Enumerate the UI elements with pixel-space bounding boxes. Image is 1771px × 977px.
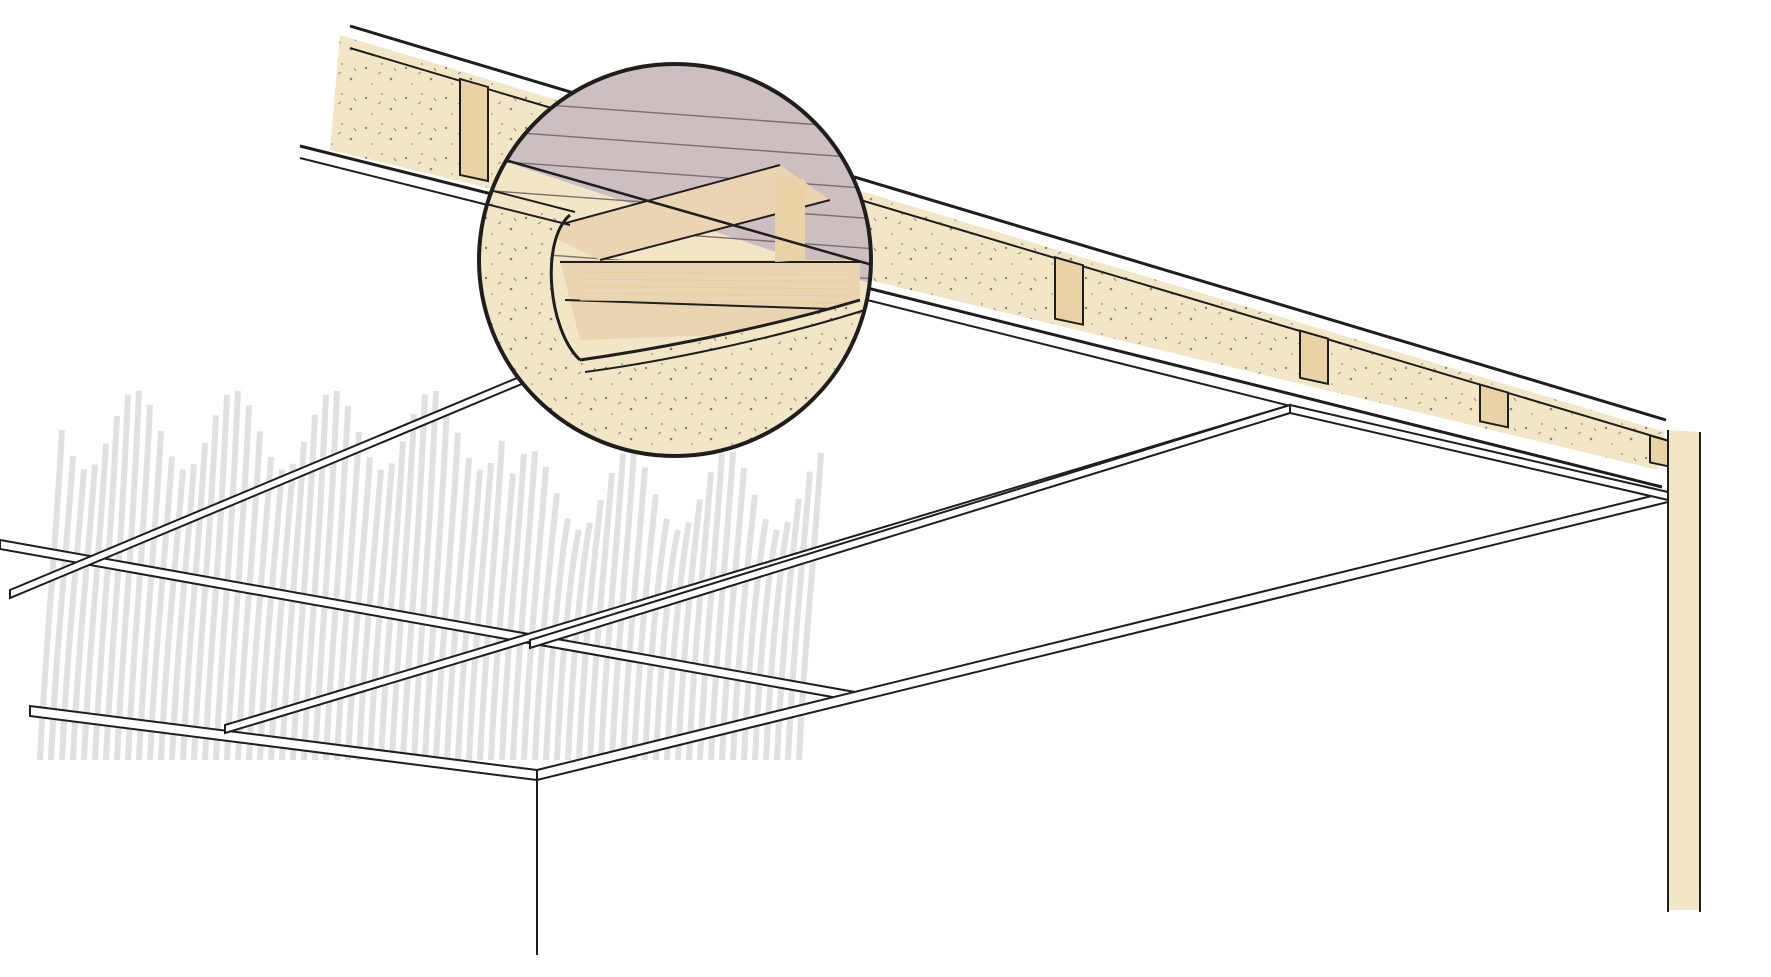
joist-edge	[539, 164, 781, 231]
ceiling-grid	[0, 358, 1669, 782]
shadow-stroke	[796, 452, 824, 761]
shadow-stroke	[378, 441, 406, 761]
shadow-stroke	[279, 441, 307, 761]
wall-stud	[1299, 329, 1329, 386]
shadow-stroke	[389, 413, 417, 761]
shadow-stroke	[191, 415, 219, 761]
shadow-stroke	[587, 472, 615, 761]
shadow-stroke	[455, 469, 483, 761]
wall-angle-right	[1289, 403, 1669, 502]
shadow-stroke	[642, 518, 670, 761]
wood-grain	[579, 278, 851, 283]
shadow-stroke	[719, 467, 747, 761]
shadow-stroke	[554, 529, 582, 761]
shadow-stroke	[675, 499, 703, 761]
shadow-stroke	[565, 522, 593, 761]
shadow-stroke	[444, 457, 472, 761]
wall-stud	[1054, 255, 1084, 326]
shadow-stroke	[213, 390, 241, 761]
shadow-stroke	[477, 440, 505, 761]
shadow-stroke	[202, 394, 230, 761]
wood-grain	[579, 299, 851, 304]
board-line	[479, 129, 871, 161]
shadow-stroke	[400, 394, 428, 761]
main-runner-back	[536, 490, 1669, 782]
shadow-stroke	[576, 499, 604, 761]
shadow-stroke	[664, 521, 692, 761]
shadow-stroke	[686, 472, 714, 761]
shadow-stroke	[224, 405, 252, 761]
shadow-stroke	[708, 451, 736, 761]
shadow-stroke	[422, 406, 450, 761]
wall-stud	[459, 77, 489, 183]
shadow-stroke	[180, 442, 208, 761]
shadow-stroke	[158, 469, 186, 761]
shadow-stroke	[411, 391, 439, 761]
shadow-stroke	[136, 430, 164, 761]
shadow-stroke	[499, 453, 527, 761]
wood-grain	[579, 285, 851, 290]
shadow-stroke	[543, 517, 571, 761]
wall-stud	[1479, 383, 1509, 429]
shadow-stroke	[730, 494, 758, 761]
magnifier-callout-icon	[477, 62, 873, 458]
shadow-stroke	[169, 463, 197, 761]
wood-grain	[579, 292, 851, 297]
shadow-stroke	[466, 462, 494, 761]
shadow-stroke	[125, 404, 153, 761]
callout-detail	[479, 64, 871, 456]
right-wall-post	[1667, 430, 1701, 912]
shadow-stroke	[235, 431, 263, 761]
shadow-stroke	[433, 432, 461, 761]
shadow-stroke	[488, 473, 516, 761]
board-line	[479, 159, 871, 191]
shadow-stroke	[653, 529, 681, 761]
shadow-stroke	[697, 453, 725, 761]
joist-edge	[564, 299, 861, 311]
shadow-stroke	[521, 466, 549, 761]
wood-grain	[579, 271, 851, 276]
shadow-stroke	[510, 451, 538, 761]
shadow-stroke	[532, 493, 560, 761]
shadow-stroke	[598, 453, 626, 761]
shadow-stroke	[147, 456, 175, 761]
joist-lines	[539, 164, 861, 311]
